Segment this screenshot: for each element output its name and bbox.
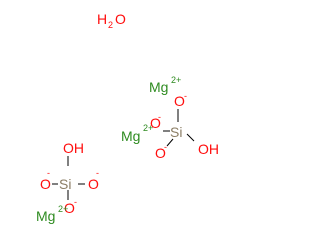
magnesium-ion-2: Mg 2+ <box>121 123 153 144</box>
si2-oh: OH <box>63 140 84 156</box>
magnesium-ion-3: Mg 2+ <box>36 204 68 224</box>
water-o: O <box>115 11 126 27</box>
mg-1-charge: 2+ <box>171 75 181 85</box>
silicate-1-bonds <box>163 109 195 147</box>
magnesium-ion-1: Mg 2+ <box>149 75 181 95</box>
si2-silicon: Si <box>59 176 71 192</box>
mg-2-symbol: Mg <box>121 128 140 144</box>
si2-o-bottom-charge: - <box>74 197 77 207</box>
silicate-2: OH O - Si O - O - <box>40 140 99 216</box>
silicate-2-bonds <box>52 156 85 200</box>
bond-si1-oh <box>186 133 195 142</box>
mg-3-charge: 2+ <box>58 204 68 214</box>
si2-o-bottom: O <box>64 200 75 216</box>
si1-silicon: Si <box>170 124 182 140</box>
water-molecule: H 2 O <box>97 11 126 30</box>
mg-3-symbol: Mg <box>36 208 55 224</box>
si2-o-left: O <box>40 176 51 192</box>
water-h: H <box>97 11 107 27</box>
si2-o-left-charge: - <box>47 168 50 178</box>
si2-o-right: O <box>88 176 99 192</box>
si1-oh: OH <box>198 141 219 157</box>
structure-diagram: H 2 O Mg 2+ O - O - Si OH O - Mg 2+ <box>36 11 219 224</box>
silicate-1: O - O - Si OH O - <box>150 91 219 161</box>
mg-1-symbol: Mg <box>149 79 168 95</box>
si1-o-top-charge: - <box>184 91 187 101</box>
si1-o-top: O <box>174 93 185 109</box>
mg-2-charge: 2+ <box>143 123 153 133</box>
si2-o-right-charge: - <box>96 168 99 178</box>
water-subscript: 2 <box>108 20 113 30</box>
si1-o-left: O <box>150 115 161 131</box>
si1-o-bottom: O <box>155 145 166 161</box>
si1-o-left-charge: - <box>158 112 161 122</box>
si1-o-bottom-charge: - <box>164 142 167 152</box>
bond-si1-o-bottom <box>166 138 174 147</box>
